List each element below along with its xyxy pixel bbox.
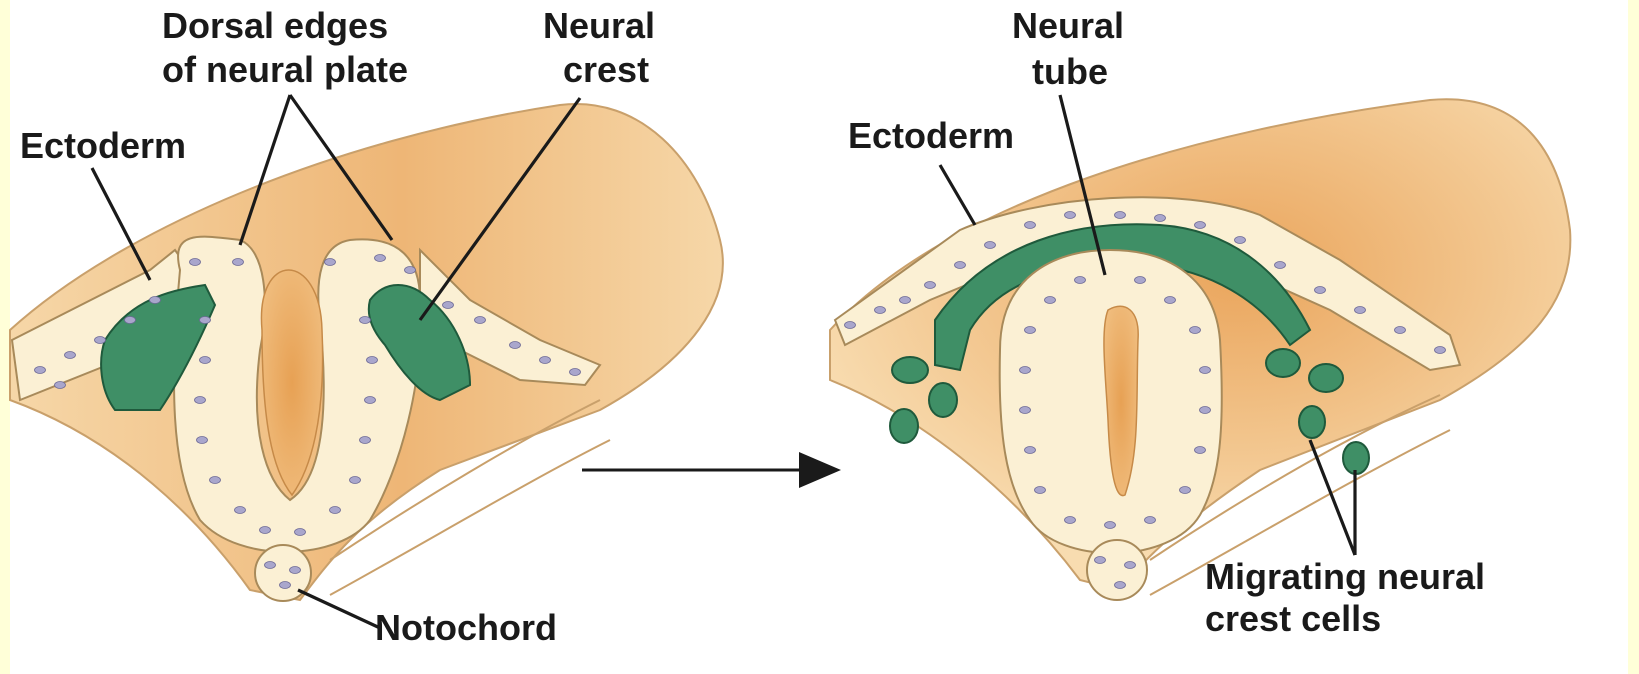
cell-nucleus <box>570 369 581 376</box>
cell-nucleus <box>1155 215 1166 222</box>
cell-nucleus <box>260 527 271 534</box>
cell-nucleus <box>1180 487 1191 494</box>
cell-nucleus <box>55 382 66 389</box>
cell-nucleus <box>1200 407 1211 414</box>
cell-nucleus <box>235 507 246 514</box>
cell-nucleus <box>1190 327 1201 334</box>
cell-nucleus <box>1025 327 1036 334</box>
cell-nucleus <box>367 357 378 364</box>
cell-nucleus <box>325 259 336 266</box>
left-stage <box>10 104 723 601</box>
cell-nucleus <box>955 262 966 269</box>
cell-nucleus <box>1020 407 1031 414</box>
cell-nucleus <box>1395 327 1406 334</box>
cell-nucleus <box>1435 347 1446 354</box>
cell-nucleus <box>1065 212 1076 219</box>
cell-nucleus <box>375 255 386 262</box>
cell-nucleus <box>65 352 76 359</box>
cell-nucleus <box>1115 212 1126 219</box>
cell-nucleus <box>1075 277 1086 284</box>
cell-nucleus <box>1065 517 1076 524</box>
cell-nucleus <box>1020 367 1031 374</box>
cell-nucleus <box>900 297 911 304</box>
cell-nucleus <box>1315 287 1326 294</box>
label-ectoderm-left: Ectoderm <box>20 125 186 166</box>
cell-nucleus <box>295 529 306 536</box>
cell-nucleus <box>95 337 106 344</box>
cell-nucleus <box>1235 237 1246 244</box>
cell-nucleus <box>360 437 371 444</box>
cell-nucleus <box>365 397 376 404</box>
cell-nucleus <box>540 357 551 364</box>
right-notochord <box>1087 540 1147 600</box>
cell-nucleus <box>1105 522 1116 529</box>
cell-nucleus <box>265 562 276 569</box>
cell-nucleus <box>190 259 201 266</box>
cell-nucleus <box>233 259 244 266</box>
cell-nucleus <box>1165 297 1176 304</box>
cell-nucleus <box>1045 297 1056 304</box>
cell-nucleus <box>1195 222 1206 229</box>
cell-nucleus <box>200 357 211 364</box>
cell-nucleus <box>985 242 996 249</box>
cell-nucleus <box>200 317 211 324</box>
cell-nucleus <box>845 322 856 329</box>
right-stage <box>830 99 1570 600</box>
cell-nucleus <box>195 397 206 404</box>
cell-nucleus <box>210 477 221 484</box>
label-ectoderm-right: Ectoderm <box>848 115 1014 156</box>
cell-nucleus <box>925 282 936 289</box>
cell-nucleus <box>405 267 416 274</box>
cell-nucleus <box>1145 517 1156 524</box>
cell-nucleus <box>330 507 341 514</box>
cell-nucleus <box>150 297 161 304</box>
label-notochord: Notochord <box>375 607 557 648</box>
cell-nucleus <box>475 317 486 324</box>
cell-nucleus <box>510 342 521 349</box>
cell-nucleus <box>360 317 371 324</box>
cell-nucleus <box>1195 447 1206 454</box>
label-neural-tube: Neural tube <box>1012 5 1134 92</box>
cell-nucleus <box>1355 307 1366 314</box>
cell-nucleus <box>1025 447 1036 454</box>
cell-nucleus <box>125 317 136 324</box>
cell-nucleus <box>350 477 361 484</box>
cell-nucleus <box>1095 557 1106 564</box>
cell-nucleus <box>1115 582 1126 589</box>
cell-nucleus <box>35 367 46 374</box>
cell-nucleus <box>443 302 454 309</box>
label-migrating-crest-cells: Migrating neural crest cells <box>1205 556 1495 639</box>
cell-nucleus <box>197 437 208 444</box>
cell-nucleus <box>875 307 886 314</box>
cell-nucleus <box>1275 262 1286 269</box>
cell-nucleus <box>1035 487 1046 494</box>
cell-nucleus <box>1135 277 1146 284</box>
cell-nucleus <box>1025 222 1036 229</box>
label-dorsal-edges: Dorsal edges of neural plate <box>162 5 408 90</box>
cell-nucleus <box>290 567 301 574</box>
cell-nucleus <box>280 582 291 589</box>
cell-nucleus <box>1125 562 1136 569</box>
label-neural-crest: Neural crest <box>543 5 665 90</box>
cell-nucleus <box>1200 367 1211 374</box>
